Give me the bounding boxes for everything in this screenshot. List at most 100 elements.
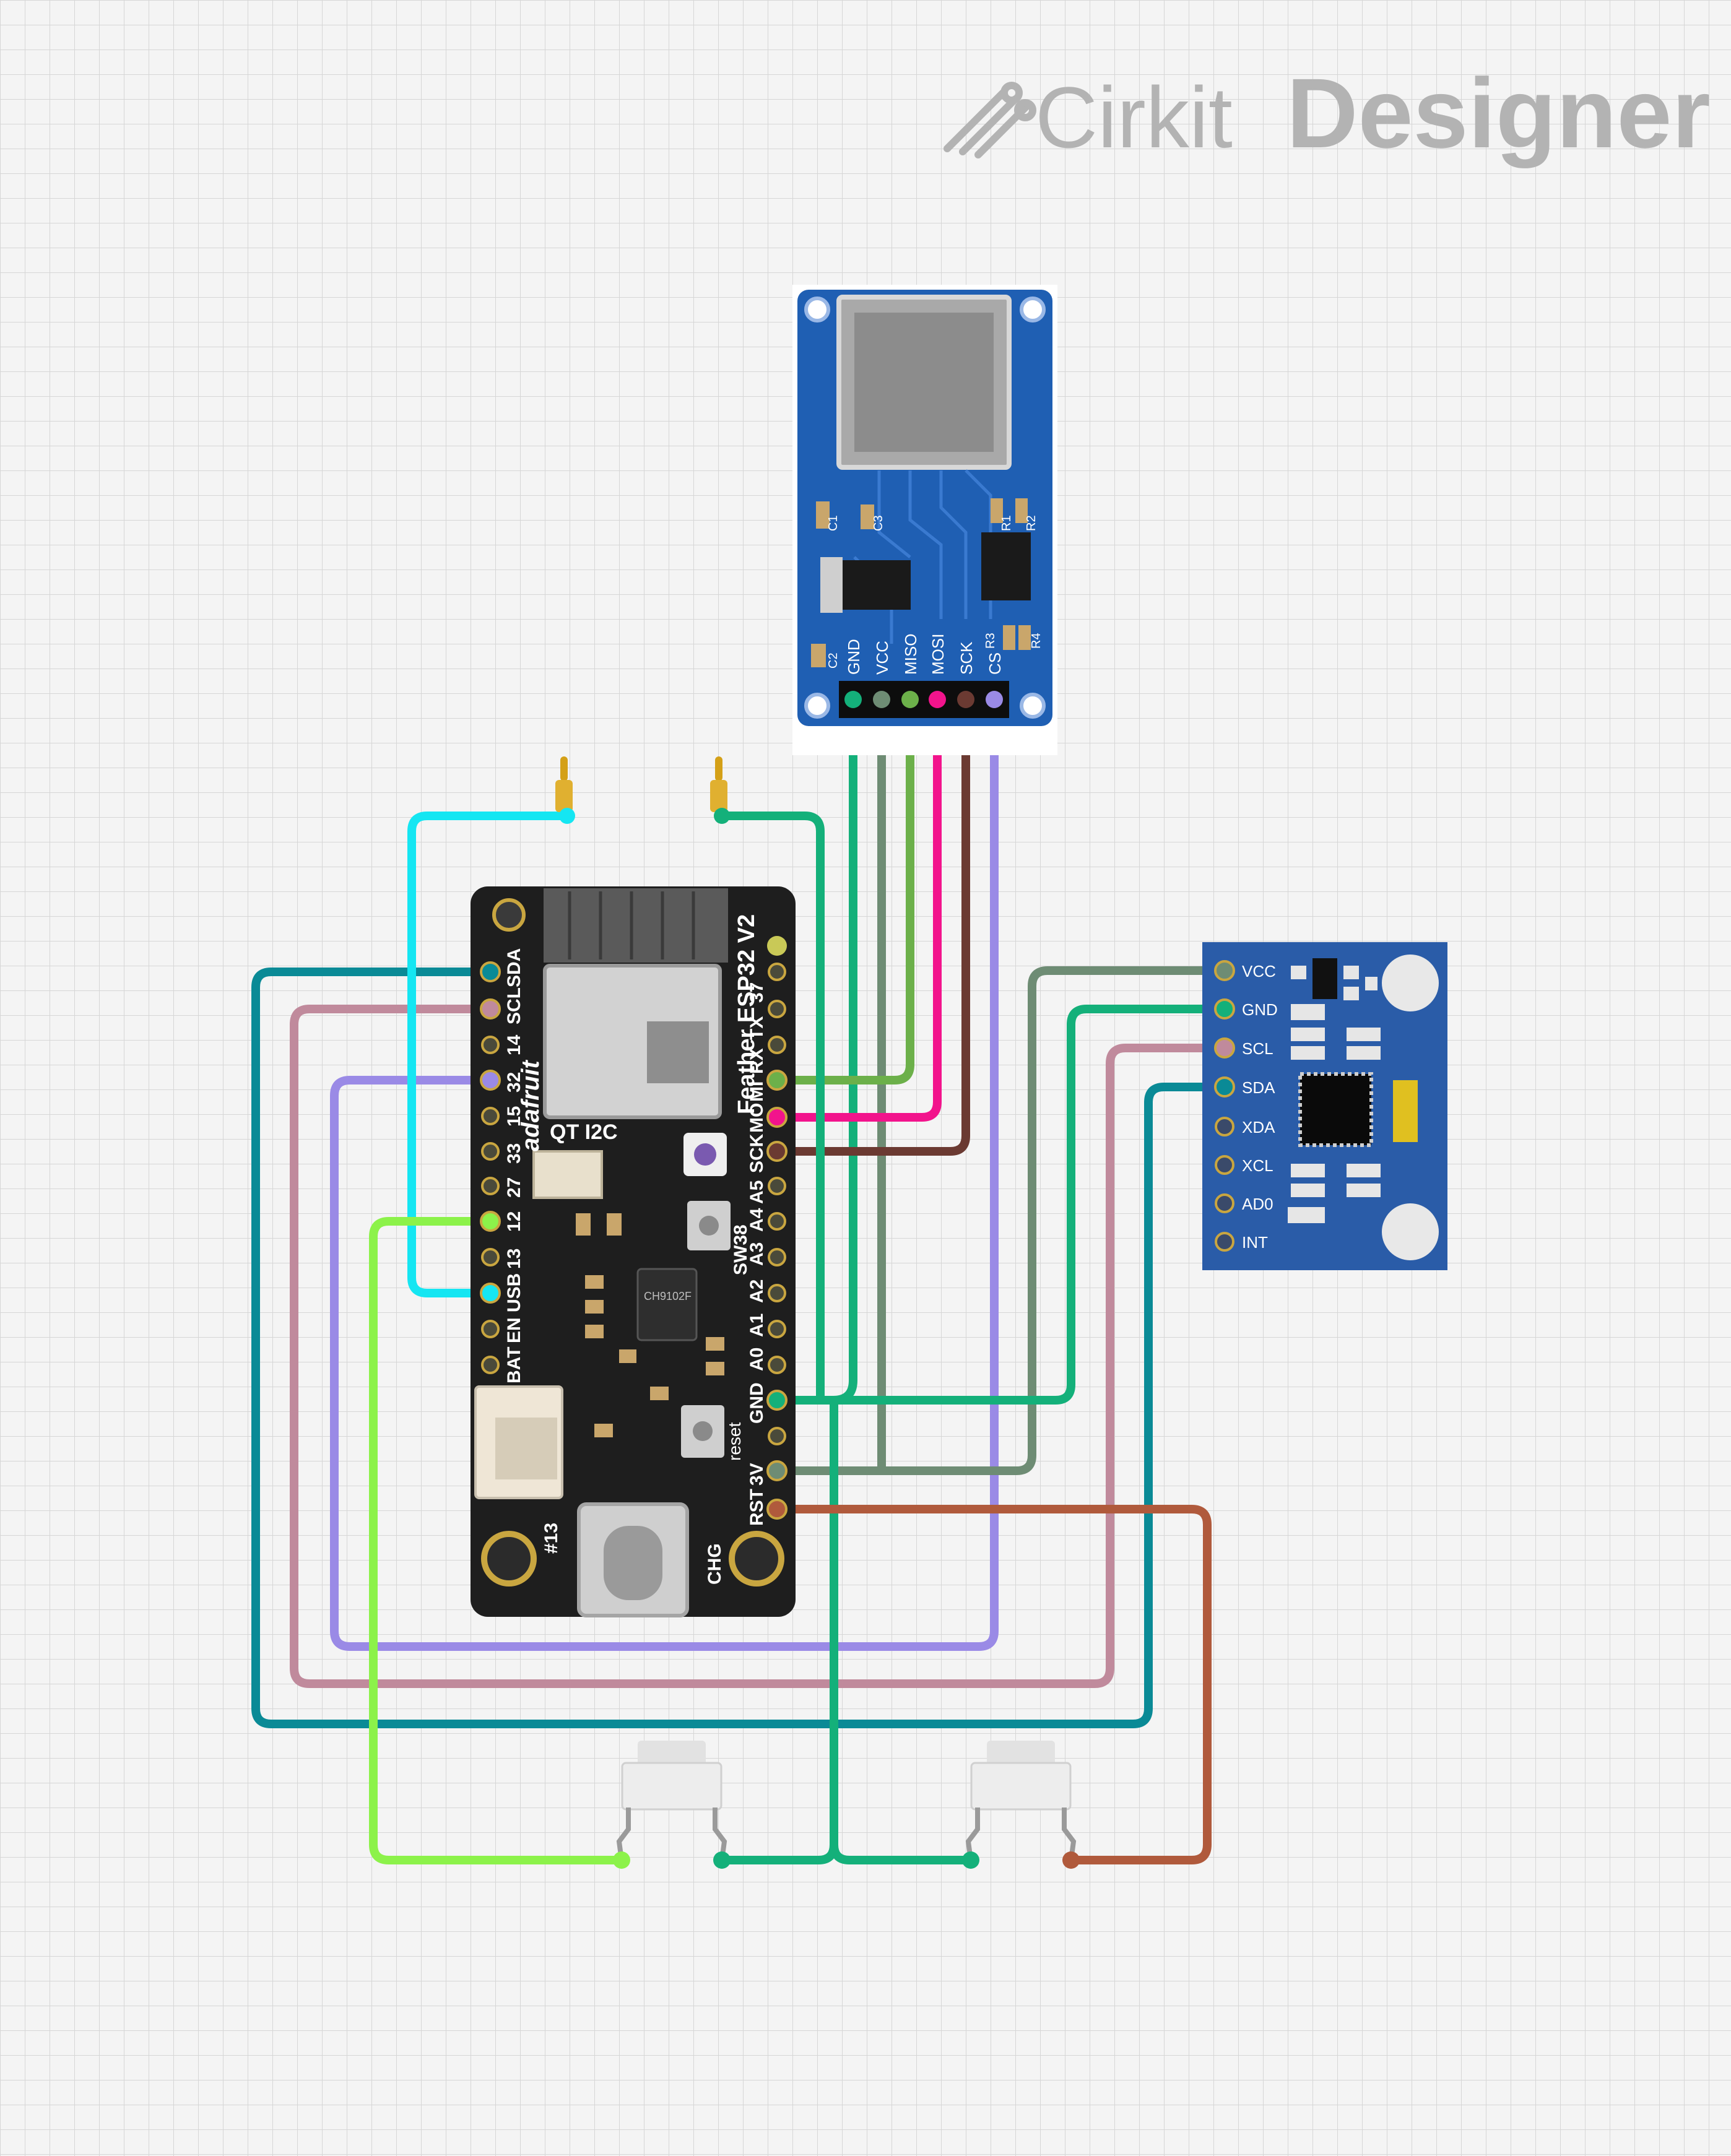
wire-button2-gnd[interactable] <box>830 1840 975 1864</box>
sd-pin-sck[interactable] <box>957 691 974 708</box>
pogo-pin-2[interactable] <box>710 756 730 824</box>
wire-pin2-green[interactable] <box>718 812 825 1405</box>
feather-silk-qt-i2c: QT I2C <box>550 1120 618 1144</box>
pogo-pin-2-body <box>710 780 727 812</box>
mpu-pin-int[interactable] <box>1215 1232 1234 1252</box>
pushbutton-1[interactable] <box>613 1741 731 1869</box>
wire-sd-cs[interactable] <box>330 695 999 1651</box>
feather-reset-cap <box>693 1421 713 1441</box>
feather-pin-a5[interactable] <box>768 1177 786 1195</box>
sd-pin-miso[interactable] <box>901 691 919 708</box>
sd-label-r2: R2 <box>1025 515 1038 531</box>
brand-name-designer: Designer <box>1286 58 1711 168</box>
mpu-pin-labels: VCC GND SCL SDA XDA XCL AD0 INT <box>1242 962 1278 1252</box>
feather-hole-br <box>729 1531 784 1587</box>
sd-pin-gnd[interactable] <box>844 691 862 708</box>
feather-pin-sck[interactable] <box>766 1141 787 1162</box>
feather-chip-label: CH9102F <box>644 1290 692 1302</box>
sd-pin-mosi[interactable] <box>929 691 946 708</box>
pushbutton-2-pin-b[interactable] <box>1062 1851 1080 1869</box>
feather-pin-13[interactable] <box>481 1248 500 1266</box>
feather-pin-a0[interactable] <box>768 1356 786 1374</box>
feather-pin-label-15: 15 <box>504 1106 524 1127</box>
feather-pin-3v[interactable] <box>766 1460 787 1481</box>
pushbutton-2-leg-right <box>1062 1807 1077 1861</box>
feather-pin-tx[interactable] <box>768 1000 786 1018</box>
mpu-pin-xcl[interactable] <box>1215 1155 1234 1175</box>
pushbutton-2-pin-a[interactable] <box>962 1851 979 1869</box>
mpu-pin-label-xcl: XCL <box>1242 1156 1273 1175</box>
feather-pin-a3[interactable] <box>768 1248 786 1266</box>
feather-pin-usb[interactable] <box>480 1283 501 1304</box>
feather-pin-gnd[interactable] <box>766 1390 787 1411</box>
pushbutton-2-body <box>970 1762 1072 1811</box>
feather-pin-15[interactable] <box>481 1107 500 1125</box>
feather-pin-12[interactable] <box>480 1211 501 1232</box>
mpu-pin-vcc[interactable] <box>1214 960 1235 981</box>
mpu-pin-xda[interactable] <box>1215 1117 1234 1136</box>
wire-mpu-sda[interactable] <box>251 968 1229 1728</box>
mpu-pin-gnd[interactable] <box>1214 998 1235 1020</box>
feather-pin-27[interactable] <box>481 1177 500 1195</box>
feather-pin-en[interactable] <box>481 1320 500 1338</box>
pogo-pin-1[interactable] <box>555 756 575 824</box>
feather-pin-32[interactable] <box>480 1070 501 1091</box>
sd-label-r4: R4 <box>1030 633 1043 649</box>
feather-pin-rx[interactable] <box>768 1036 786 1054</box>
feather-pin-sda[interactable] <box>480 961 501 982</box>
feather-pin-a4[interactable] <box>768 1212 786 1231</box>
feather-pin-label-12: 12 <box>504 1211 524 1232</box>
feather-pin-37[interactable] <box>768 963 786 981</box>
feather-pin-14[interactable] <box>481 1036 500 1054</box>
wire-sd-sck[interactable] <box>773 695 970 1156</box>
mpu-mount-hole-bottom <box>1382 1203 1439 1260</box>
mpu-module[interactable]: VCC GND SCL SDA XDA XCL AD0 INT <box>1202 942 1447 1270</box>
mpu-pin-sda[interactable] <box>1214 1076 1235 1097</box>
wire-pin1-cyan[interactable] <box>407 812 571 1297</box>
feather-pin-bat[interactable] <box>481 1356 500 1374</box>
feather-pin-mo[interactable] <box>766 1107 787 1128</box>
feather-pin-scl[interactable] <box>480 998 501 1020</box>
mpu-pin-ad0[interactable] <box>1215 1193 1234 1213</box>
feather-silk-reset: reset <box>725 1422 744 1461</box>
sd-regulator-tab <box>820 557 843 613</box>
pogo-pin-2-terminal[interactable] <box>714 808 730 824</box>
feather-pin-a1[interactable] <box>768 1320 786 1338</box>
sd-pin-label-miso: MISO <box>901 634 920 675</box>
mpu-regulator <box>1312 958 1337 999</box>
feather-pin-nc[interactable] <box>768 1427 786 1445</box>
wire-sd-miso[interactable] <box>773 695 914 1084</box>
sd-pin-vcc[interactable] <box>873 691 890 708</box>
feather-esp32-board[interactable]: CH9102F Feather ESP32 V2 adafruit QT I2C… <box>471 886 796 1617</box>
pushbutton-1-pin-a[interactable] <box>613 1851 630 1869</box>
feather-jst-slot <box>495 1418 557 1479</box>
pushbutton-2[interactable] <box>962 1741 1080 1869</box>
feather-pin-33[interactable] <box>481 1142 500 1161</box>
pushbutton-1-cap <box>638 1741 706 1765</box>
wire-sd-mosi[interactable] <box>773 695 942 1122</box>
feather-usb-c-opening <box>604 1526 662 1600</box>
wire-button2-rst[interactable] <box>773 1505 1212 1864</box>
feather-pin-rst[interactable] <box>766 1499 787 1520</box>
sd-label-r1: R1 <box>1000 515 1013 531</box>
wire-button1-lime[interactable] <box>369 1217 626 1864</box>
feather-pin-mi[interactable] <box>766 1070 787 1091</box>
feather-right-pin-labels: 37 TX RX MI MO SCK A5 A4 A3 A2 A1 A0 GND… <box>747 982 767 1526</box>
sd-mount-hole-tr <box>1020 297 1046 323</box>
pogo-pin-1-body <box>555 780 573 812</box>
pushbutton-1-pin-b[interactable] <box>713 1851 731 1869</box>
feather-pin-label-mi: MI <box>747 1081 767 1102</box>
wire-mpu-vcc[interactable] <box>773 966 1229 1475</box>
feather-pin-a2[interactable] <box>768 1284 786 1302</box>
mpu-pin-label-int: INT <box>1242 1233 1268 1252</box>
mpu-sensor-chip <box>1298 1072 1373 1147</box>
sd-pin-cs[interactable] <box>986 691 1003 708</box>
wire-mpu-gnd[interactable] <box>773 1005 1229 1405</box>
mpu-pin-label-vcc: VCC <box>1242 962 1276 981</box>
sd-card-module[interactable]: C1 C2 C3 R1 R2 R3 R4 GND VCC MISO MOSI S… <box>792 285 1057 755</box>
mpu-pin-label-ad0: AD0 <box>1242 1195 1273 1213</box>
feather-sw38-cap <box>699 1216 719 1236</box>
wire-mpu-scl[interactable] <box>290 1005 1229 1688</box>
pogo-pin-1-terminal[interactable] <box>559 808 575 824</box>
mpu-pin-scl[interactable] <box>1214 1037 1235 1059</box>
